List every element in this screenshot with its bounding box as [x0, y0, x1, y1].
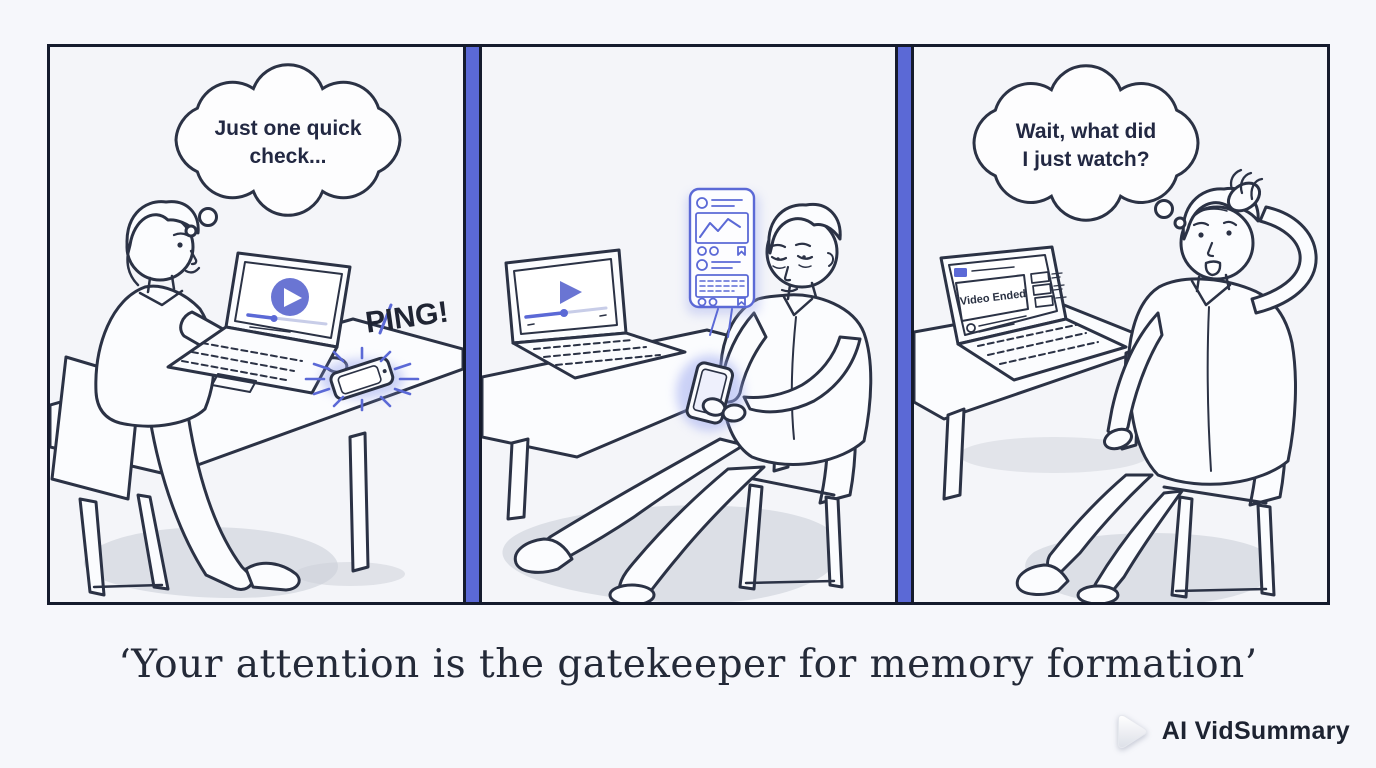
thought-text-line1: Just one quick [214, 117, 361, 140]
laptop [504, 248, 687, 380]
suggested-videos [1030, 271, 1067, 308]
touchpad [211, 373, 257, 393]
arm [742, 335, 862, 414]
brand-label: AI VidSummary [1161, 716, 1350, 745]
panel-2 [482, 47, 895, 602]
site-logo [954, 268, 967, 277]
foot [1076, 584, 1120, 602]
panel-1-scene: PING! Just one quick check... [50, 63, 463, 599]
comic-strip: PING! Just one quick check... [47, 44, 1330, 605]
foot [244, 561, 301, 592]
notification-rays [304, 303, 420, 412]
eye [776, 257, 780, 261]
hair [125, 200, 200, 255]
progress-bar [246, 313, 328, 326]
reaction-icon [697, 297, 707, 307]
reaction-icon [697, 246, 707, 256]
eye [1226, 230, 1232, 236]
person [1015, 168, 1318, 602]
play-icon [284, 288, 302, 307]
eye [177, 242, 183, 248]
panel-2-scene [482, 187, 873, 602]
play-icon [1109, 712, 1151, 750]
social-feed-overlay [688, 187, 756, 338]
laptop [939, 245, 1128, 382]
arm-raised [1250, 205, 1318, 315]
foot [1015, 563, 1070, 596]
progress-bar [524, 306, 608, 319]
reaction-icon [708, 297, 718, 307]
thought-text-line1: Wait, what did [1016, 120, 1156, 143]
eye [802, 255, 806, 259]
hair [767, 202, 842, 255]
reaction-icon [709, 246, 719, 256]
foot [608, 583, 656, 602]
avatar [696, 197, 708, 209]
eye [1198, 232, 1204, 238]
phone-icon [329, 356, 395, 401]
channel-avatar [966, 323, 976, 333]
laptop [166, 251, 352, 395]
thought-text-line2: I just watch? [1022, 148, 1149, 171]
panel-divider-1 [463, 47, 482, 602]
play-icon [560, 281, 582, 304]
bookmark-icon [737, 246, 746, 256]
keyboard [166, 325, 339, 395]
panel-3: Wait, what did I just watch? Video Ended [914, 47, 1327, 602]
open-mouth [1204, 260, 1222, 277]
brand-watermark: AI VidSummary [1109, 712, 1350, 750]
bookmark-icon [737, 297, 746, 306]
thought-bubble [174, 63, 402, 238]
hand [721, 403, 747, 423]
chart-thumbnail [695, 212, 749, 244]
hand [1102, 427, 1134, 451]
person [513, 202, 873, 602]
keyboard [511, 331, 687, 380]
video-frame [955, 274, 1029, 322]
avatar [696, 259, 708, 271]
panel-3-scene: Wait, what did I just watch? Video Ended [914, 64, 1318, 602]
panel-divider-2 [895, 47, 914, 602]
caption-quote: ‘Your attention is the gatekeeper for me… [118, 642, 1258, 687]
leg [148, 413, 254, 591]
thought-text-line2: check... [249, 145, 326, 168]
sfx-ping: PING! [363, 295, 450, 339]
panel-1: PING! Just one quick check... [50, 47, 463, 602]
desk-shadow [959, 437, 1149, 473]
foot [513, 537, 574, 574]
floor-shadow [1025, 533, 1276, 602]
thought-bubble [972, 64, 1200, 230]
desk-shadow [295, 562, 405, 586]
